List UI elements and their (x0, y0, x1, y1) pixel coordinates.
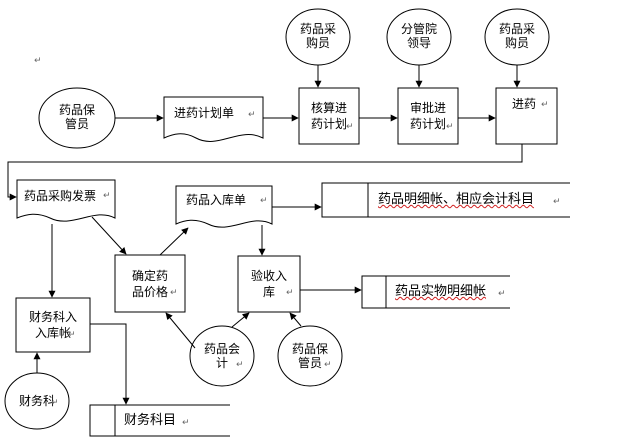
keeper-top-line1: 药品保 (58, 103, 95, 117)
hospital-leader-line2: 领导 (406, 36, 431, 50)
paragraph-mark-7: ↵ (260, 196, 268, 206)
physical-ledger-store-text: 药品实物明细帐 (395, 284, 487, 299)
keeper-bottom-circle (277, 325, 343, 387)
detail-ledger-store-shape (321, 182, 570, 218)
purchaser-top-2-line1: 药品采 (498, 22, 535, 36)
finance-inbound-line2: 入库帐 (34, 326, 71, 340)
invoice-doc-label: 药品采购发票 (24, 189, 97, 203)
inspection-line1: 验收入 (250, 269, 287, 283)
finance-dept-text: 财务科 (18, 394, 55, 408)
physical-ledger-store-shape (361, 275, 510, 309)
paragraph-mark-9: ↵ (170, 288, 178, 298)
drug-accountant-label: 药品会 计 (192, 342, 252, 370)
keeper-top-label: 药品保 管员 (47, 103, 107, 131)
keeper-bottom-line1: 药品保 (291, 342, 328, 356)
keeper-bottom-line2: 管员 (297, 356, 322, 370)
purchase-plan-doc-shape (163, 96, 264, 142)
inspection-box (237, 255, 301, 313)
approve-plan-line2: 药计划 (409, 117, 446, 131)
inspection-label: 验收入 库 (238, 268, 300, 300)
finance-inbound-label: 财务科入 入库帐 (16, 309, 90, 341)
purchaser-top-2-line2: 购员 (504, 36, 529, 50)
keeper-bottom-label: 药品保 管员 (280, 342, 340, 370)
hospital-leader-label: 分管院 领导 (389, 22, 449, 50)
paragraph-mark-1: ↵ (34, 56, 42, 66)
paragraph-mark-8: ↵ (553, 197, 561, 207)
price-check-box (114, 254, 186, 313)
paragraph-mark-11: ↵ (498, 289, 506, 299)
inspection-line2: 库 (262, 285, 275, 299)
paragraph-mark-13: ↵ (236, 360, 244, 370)
paragraph-mark-12: ↵ (68, 330, 76, 340)
purchaser-top-1-line1: 药品采 (299, 22, 336, 36)
flow-arrows (7, 65, 523, 405)
hospital-leader-line1: 分管院 (400, 22, 437, 36)
inbound-doc-label: 药品入库单 (186, 193, 247, 207)
paragraph-mark-15: ↵ (51, 398, 59, 408)
purchase-label: 进药 (512, 97, 537, 111)
price-check-line1: 确定药 (131, 269, 168, 283)
accounting-plan-box (298, 87, 360, 145)
purchaser-top-1-line2: 购员 (305, 36, 330, 50)
accounting-plan-line1: 核算进 (310, 101, 347, 115)
drug-accountant-line1: 药品会 (203, 342, 240, 356)
approve-plan-box (397, 87, 459, 145)
detail-ledger-store-label: 药品明细帐、相应会计科目 (378, 193, 534, 207)
finance-inbound-line1: 财务科入 (28, 310, 77, 324)
accounting-plan-line2: 药计划 (310, 117, 347, 131)
finance-subject-store-shape (89, 404, 230, 437)
finance-subject-store-text: 财务科目 (124, 413, 177, 428)
inbound-doc-shape (175, 185, 273, 228)
paragraph-mark-6: ↵ (103, 191, 111, 201)
purchaser-top-1-label: 药品采 购员 (288, 22, 348, 50)
approve-plan-label: 审批进 药计划 (398, 100, 458, 132)
paragraph-mark-2: ↵ (248, 110, 256, 120)
paragraph-mark-16: ↵ (182, 418, 190, 428)
purchaser-top-2-label: 药品采 购员 (487, 22, 547, 50)
invoice-doc-shape (16, 179, 116, 222)
keeper-top-line2: 管员 (64, 117, 89, 131)
purchase-box (495, 87, 558, 145)
finance-dept-label: 财务科 (7, 394, 67, 408)
purchase-plan-doc-label: 进药计划单 (174, 106, 235, 120)
detail-ledger-store-text: 药品明细帐、相应会计科目 (378, 192, 535, 207)
physical-ledger-store-label: 药品实物明细帐 (395, 285, 486, 299)
paragraph-mark-3: ↵ (346, 122, 354, 132)
price-check-line2: 品价格 (131, 285, 168, 299)
paragraph-mark-14: ↵ (324, 360, 332, 370)
drug-accountant-line2: 计 (215, 356, 228, 370)
paragraph-mark-10: ↵ (286, 288, 294, 298)
paragraph-mark-4: ↵ (446, 122, 454, 132)
finance-inbound-box (15, 297, 91, 353)
paragraph-mark-5: ↵ (541, 100, 549, 110)
drug-accountant-circle (189, 325, 255, 387)
accounting-plan-label: 核算进 药计划 (299, 100, 359, 132)
finance-subject-store-label: 财务科目 (124, 414, 176, 428)
approve-plan-line1: 审批进 (409, 101, 446, 115)
price-check-label: 确定药 品价格 (115, 268, 185, 300)
